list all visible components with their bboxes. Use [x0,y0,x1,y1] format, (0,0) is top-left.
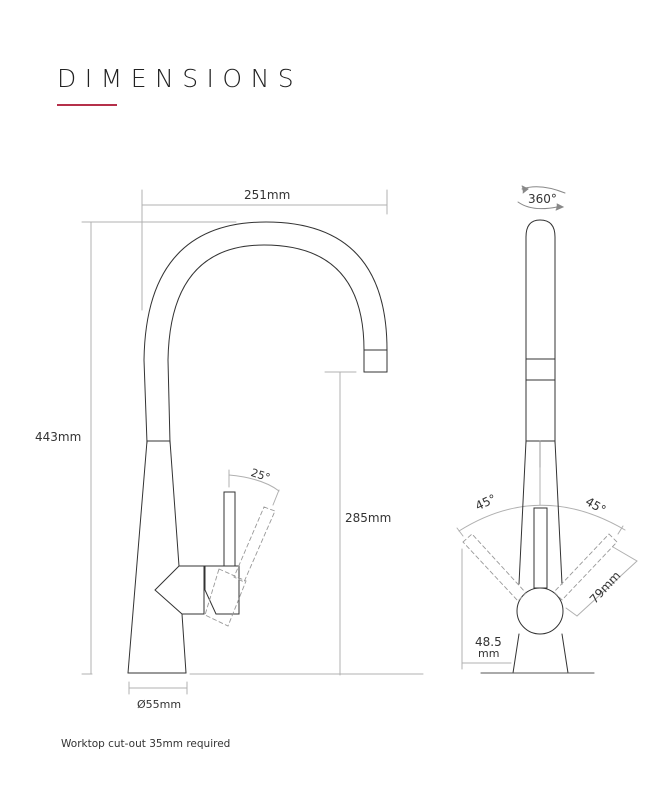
lever-right-angle-label: 45° [583,494,608,517]
side-view: 251mm 443mm 285mm Ø55mm 25° [35,188,424,711]
tap-body-side [127,221,388,674]
lever-alt-position [204,506,276,627]
lever-angle-label: 25° [249,466,272,484]
lever-length-label: 79mm [587,569,624,607]
total-height-label: 443mm [35,430,81,444]
lever-left-angle-label: 45° [473,492,498,514]
tap-body-front [480,219,595,674]
worktop-cutout-note: Worktop cut-out 35mm required [61,738,231,750]
handle-height-unit: mm [478,647,499,660]
side-dimension-lines [81,189,424,695]
front-view: 360° [456,185,638,674]
lever-alt-positions-front [462,533,618,602]
spout-clearance-label: 285mm [345,511,391,525]
base-diameter-label: Ø55mm [137,698,181,711]
swivel-label: 360° [528,192,557,206]
swivel-arrows-icon [517,185,566,211]
page-title: DIMENSIONS [57,64,303,93]
spout-reach-label: 251mm [244,188,290,202]
title-accent-rule [57,104,117,106]
handle-height-value: 48.5 [475,635,502,649]
